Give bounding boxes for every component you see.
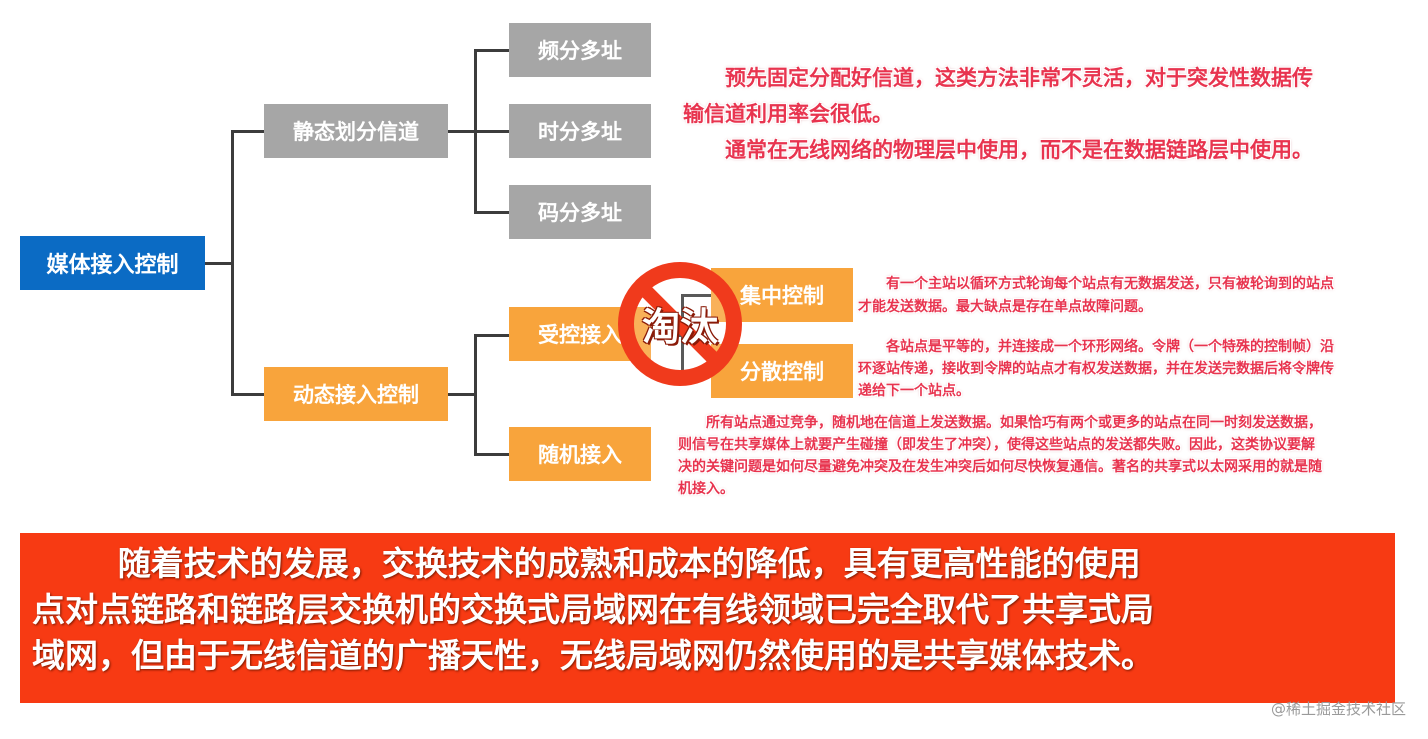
summary-banner: 随着技术的发展，交换技术的成熟和成本的降低，具有更高性能的使用 点对点链路和链路…: [20, 533, 1395, 703]
node-distributed-control: 分散控制: [711, 344, 853, 398]
banner-line-1: 随着技术的发展，交换技术的成熟和成本的降低，具有更高性能的使用: [117, 544, 1141, 583]
note-static-line-2: 通常在无线网络的物理层中使用，而不是在数据链路层中使用。: [725, 138, 1313, 162]
note-static-partition: 预先固定分配好信道，这类方法非常不灵活，对于突发性数据传输信道利用率会很低。 通…: [683, 60, 1328, 168]
node-dynamic-access-control: 动态接入控制: [264, 367, 448, 421]
stamp-label: 淘汰: [641, 305, 718, 349]
node-random-access: 随机接入: [509, 427, 651, 481]
note-static-line-1: 预先固定分配好信道，这类方法非常不灵活，对于突发性数据传输信道利用率会很低。: [683, 66, 1313, 126]
banner-line-3: 域网，但由于无线信道的广播天性，无线局域网仍然使用的是共享媒体技术。: [32, 636, 1154, 675]
banner-line-2: 点对点链路和链路层交换机的交换式局域网在有线领域已完全取代了共享式局: [32, 590, 1154, 629]
node-tdma: 时分多址: [509, 104, 651, 158]
node-fdma: 频分多址: [509, 23, 651, 77]
note-distributed-control: 各站点是平等的，并连接成一个环形网络。令牌（一个特殊的控制帧）沿环逐站传递，接收…: [858, 339, 1334, 399]
watermark-text: @稀土掘金技术社区: [1270, 700, 1406, 718]
note-centralized-control: 有一个主站以循环方式轮询每个站点有无数据发送，只有被轮询到的站点才能发送数据。最…: [858, 276, 1334, 315]
node-static-channel-partition: 静态划分信道: [264, 104, 448, 158]
note-random-access: 所有站点通过竞争，随机地在信道上发送数据。如果恰巧有两个或更多的站点在同一时刻发…: [678, 415, 1322, 497]
node-cdma: 码分多址: [509, 185, 651, 239]
node-media-access-control: 媒体接入控制: [20, 236, 205, 290]
